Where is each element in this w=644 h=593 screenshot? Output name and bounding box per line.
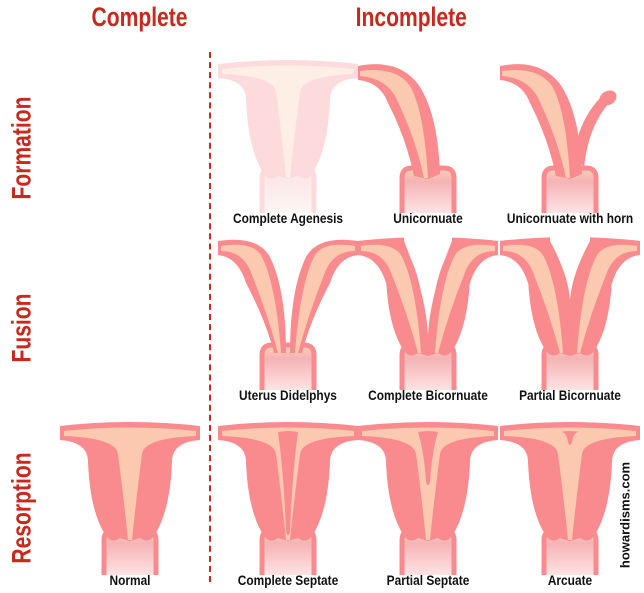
figure-label: Arcuate [547, 572, 593, 588]
row-title-resorption: Resorption [6, 452, 37, 564]
uterus-illustration [500, 64, 617, 213]
uterus-illustration [358, 235, 498, 390]
uterus-illustration [358, 64, 457, 213]
cervix [259, 165, 317, 213]
uterus-illustration [218, 60, 358, 213]
figure-unicornuate: Unicornuate [358, 58, 498, 238]
figure-label: Partial Septate [386, 572, 470, 588]
figure-normal: Normal [60, 420, 200, 593]
uterus-illustration [500, 235, 640, 390]
septum [560, 431, 580, 445]
cervix [259, 342, 317, 390]
figure-arcuate: Arcuate [500, 420, 640, 593]
uterus-illustration [60, 422, 200, 575]
figure-complete-bicornuate: Complete Bicornuate [358, 235, 498, 415]
uterus-illustration [218, 239, 358, 390]
figure-partial-septate: Partial Septate [358, 420, 498, 593]
septum [278, 431, 298, 535]
uterine-wall [218, 60, 358, 179]
figure-label: Normal [109, 572, 151, 588]
figure-label: Unicornuate with horn [506, 210, 634, 226]
watermark: howardisms.com [617, 461, 633, 569]
uterus-illustration [500, 422, 640, 575]
figure-unicornuate-with-horn: Unicornuate with horn [500, 58, 640, 238]
figure-label: Uterus Didelphys [239, 387, 337, 403]
row-title-fusion: Fusion [6, 293, 37, 363]
column-title-complete: Complete [91, 2, 188, 32]
figure-label: Unicornuate [393, 210, 463, 226]
uterus-illustration [358, 422, 498, 575]
fundal-notch [550, 235, 590, 300]
rudimentary-horn [574, 90, 617, 168]
uterine-cavity [64, 427, 196, 540]
figure-complete-agenesis: Complete Agenesis [218, 58, 358, 238]
figure-label: Partial Bicornuate [519, 387, 621, 403]
uterus-illustration [218, 422, 358, 575]
figure-uterus-didelphys: Uterus Didelphys [218, 235, 358, 415]
uterine-cavity [504, 427, 636, 540]
uterine-cavity [502, 70, 570, 178]
column-title-incomplete: Incomplete [355, 2, 467, 32]
dashed-divider [209, 52, 211, 582]
figure-partial-bicornuate: Partial Bicornuate [500, 235, 640, 415]
figure-label: Complete Agenesis [233, 210, 343, 226]
septum [418, 431, 438, 485]
row-title-formation: Formation [6, 96, 37, 200]
figure-label: Complete Septate [237, 572, 339, 588]
fundal-notch [404, 235, 452, 335]
uterine-cavity [360, 70, 428, 178]
figure-complete-septate: Complete Septate [218, 420, 358, 593]
uterine-cavity [222, 65, 354, 178]
figure-label: Complete Bicornuate [368, 387, 488, 403]
